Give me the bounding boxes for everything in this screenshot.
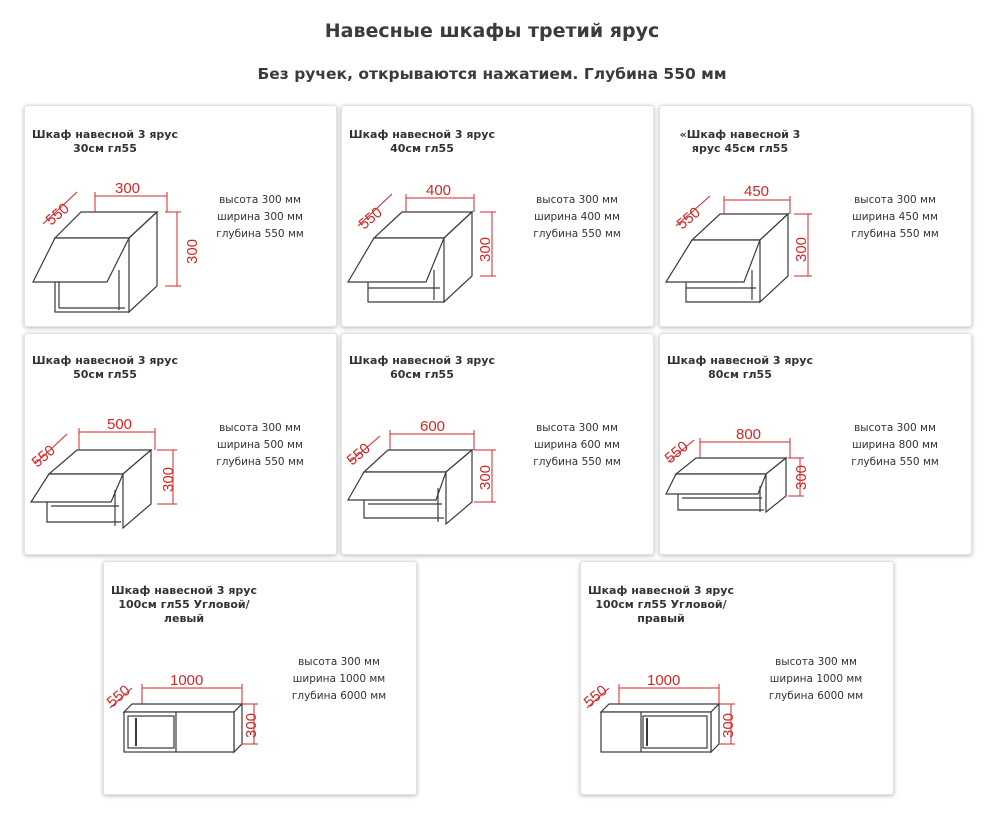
product-specs: высота 300 мм ширина 450 мм глубина 550 … <box>844 192 946 243</box>
product-title: Шкаф навесной 3 ярус 100см гл55 Угловой/… <box>111 584 257 625</box>
product-title: «Шкаф навесной 3 ярус 45см гл55 <box>679 128 801 155</box>
width-dimension: 600 <box>420 418 445 435</box>
spec-height: высота 300 мм <box>854 194 936 206</box>
spec-depth: глубина 550 мм <box>533 456 621 468</box>
spec-width: ширина 800 мм <box>852 439 938 451</box>
spec-width: ширина 400 мм <box>534 211 620 223</box>
spec-width: ширина 600 мм <box>534 439 620 451</box>
spec-width: ширина 1000 мм <box>292 673 386 685</box>
cabinet-drawing: 300 550 300 <box>32 180 201 314</box>
product-card-45[interactable]: «Шкаф навесной 3 ярус 45см гл55 450 550 … <box>659 105 972 327</box>
spec-height: высота 300 мм <box>854 422 936 434</box>
product-specs: высота 300 мм ширина 600 мм глубина 550 … <box>526 420 628 471</box>
product-title: Шкаф навесной 3 ярус 50см гл55 <box>32 354 178 381</box>
height-dimension: 300 <box>720 713 737 738</box>
product-title: Шкаф навесной 3 ярус 80см гл55 <box>667 354 813 381</box>
height-dimension: 300 <box>184 239 201 264</box>
spec-width: ширина 300 мм <box>217 211 303 223</box>
width-dimension: 400 <box>426 182 451 199</box>
product-specs: высота 300 мм ширина 400 мм глубина 550 … <box>526 192 628 243</box>
height-dimension: 300 <box>243 713 260 738</box>
product-card-60[interactable]: Шкаф навесной 3 ярус 60см гл55 600 550 3… <box>341 333 654 555</box>
product-card-80[interactable]: Шкаф навесной 3 ярус 80см гл55 800 550 3… <box>659 333 972 555</box>
cabinet-drawing: 500 550 300 <box>29 416 177 530</box>
cabinet-drawing: 1000 550 300 <box>104 672 260 754</box>
spec-depth: глубина 550 мм <box>216 228 304 240</box>
spec-height: высота 300 мм <box>219 422 301 434</box>
height-dimension: 300 <box>477 465 494 490</box>
product-title: Шкаф навесной 3 ярус 40см гл55 <box>349 128 495 155</box>
spec-width: ширина 1000 мм <box>769 673 863 685</box>
depth-dimension: 550 <box>674 204 704 233</box>
cabinet-drawing: 1000 550 300 <box>581 672 737 754</box>
product-specs: высота 300 мм ширина 500 мм глубина 550 … <box>209 420 311 471</box>
cabinet-drawing: 600 550 300 <box>344 418 496 526</box>
product-card-30[interactable]: Шкаф навесной 3 ярус 30см гл55 300 550 3… <box>24 105 337 327</box>
height-dimension: 300 <box>160 467 177 492</box>
cabinet-drawing: 450 550 300 <box>664 183 812 304</box>
width-dimension: 800 <box>736 426 761 443</box>
spec-height: высота 300 мм <box>536 422 618 434</box>
width-dimension: 300 <box>115 180 140 197</box>
spec-width: ширина 450 мм <box>852 211 938 223</box>
width-dimension: 450 <box>744 183 769 200</box>
product-title: Шкаф навесной 3 ярус 60см гл55 <box>349 354 495 381</box>
spec-depth: глубина 6000 мм <box>291 690 387 702</box>
cabinet-drawing: 400 550 300 <box>346 182 496 304</box>
spec-depth: глубина 550 мм <box>216 456 304 468</box>
depth-dimension: 550 <box>344 440 374 469</box>
depth-dimension: 550 <box>662 438 692 467</box>
height-dimension: 300 <box>793 465 810 490</box>
page-title: Навесные шкафы третий ярус <box>324 20 660 42</box>
product-card-100-left[interactable]: Шкаф навесной 3 ярус 100см гл55 Угловой/… <box>103 561 417 795</box>
product-title: Шкаф навесной 3 ярус 100см гл55 Угловой/… <box>588 584 734 625</box>
spec-height: высота 300 мм <box>536 194 618 206</box>
spec-depth: глубина 550 мм <box>851 456 939 468</box>
spec-height: высота 300 мм <box>775 656 857 668</box>
depth-dimension: 550 <box>356 204 386 233</box>
height-dimension: 300 <box>793 237 810 262</box>
spec-depth: глубина 550 мм <box>533 228 621 240</box>
product-specs: высота 300 мм ширина 300 мм глубина 550 … <box>209 192 311 243</box>
product-specs: высота 300 мм ширина 800 мм глубина 550 … <box>844 420 946 471</box>
product-card-50[interactable]: Шкаф навесной 3 ярус 50см гл55 500 550 3… <box>24 333 337 555</box>
page-subtitle: Без ручек, открываются нажатием. Глубина… <box>257 65 727 83</box>
cabinet-drawing: 800 550 300 <box>662 426 810 514</box>
product-card-100-right[interactable]: Шкаф навесной 3 ярус 100см гл55 Угловой/… <box>580 561 894 795</box>
product-card-40[interactable]: Шкаф навесной 3 ярус 40см гл55 400 550 3… <box>341 105 654 327</box>
width-dimension: 500 <box>107 416 132 433</box>
width-dimension: 1000 <box>647 672 680 689</box>
spec-height: высота 300 мм <box>298 656 380 668</box>
spec-height: высота 300 мм <box>219 194 301 206</box>
product-title: Шкаф навесной 3 ярус 30см гл55 <box>32 128 178 155</box>
spec-depth: глубина 6000 мм <box>768 690 864 702</box>
height-dimension: 300 <box>477 237 494 262</box>
spec-width: ширина 500 мм <box>217 439 303 451</box>
product-specs: высота 300 мм ширина 1000 мм глубина 600… <box>284 654 394 705</box>
product-specs: высота 300 мм ширина 1000 мм глубина 600… <box>761 654 871 705</box>
width-dimension: 1000 <box>170 672 203 689</box>
spec-depth: глубина 550 мм <box>851 228 939 240</box>
